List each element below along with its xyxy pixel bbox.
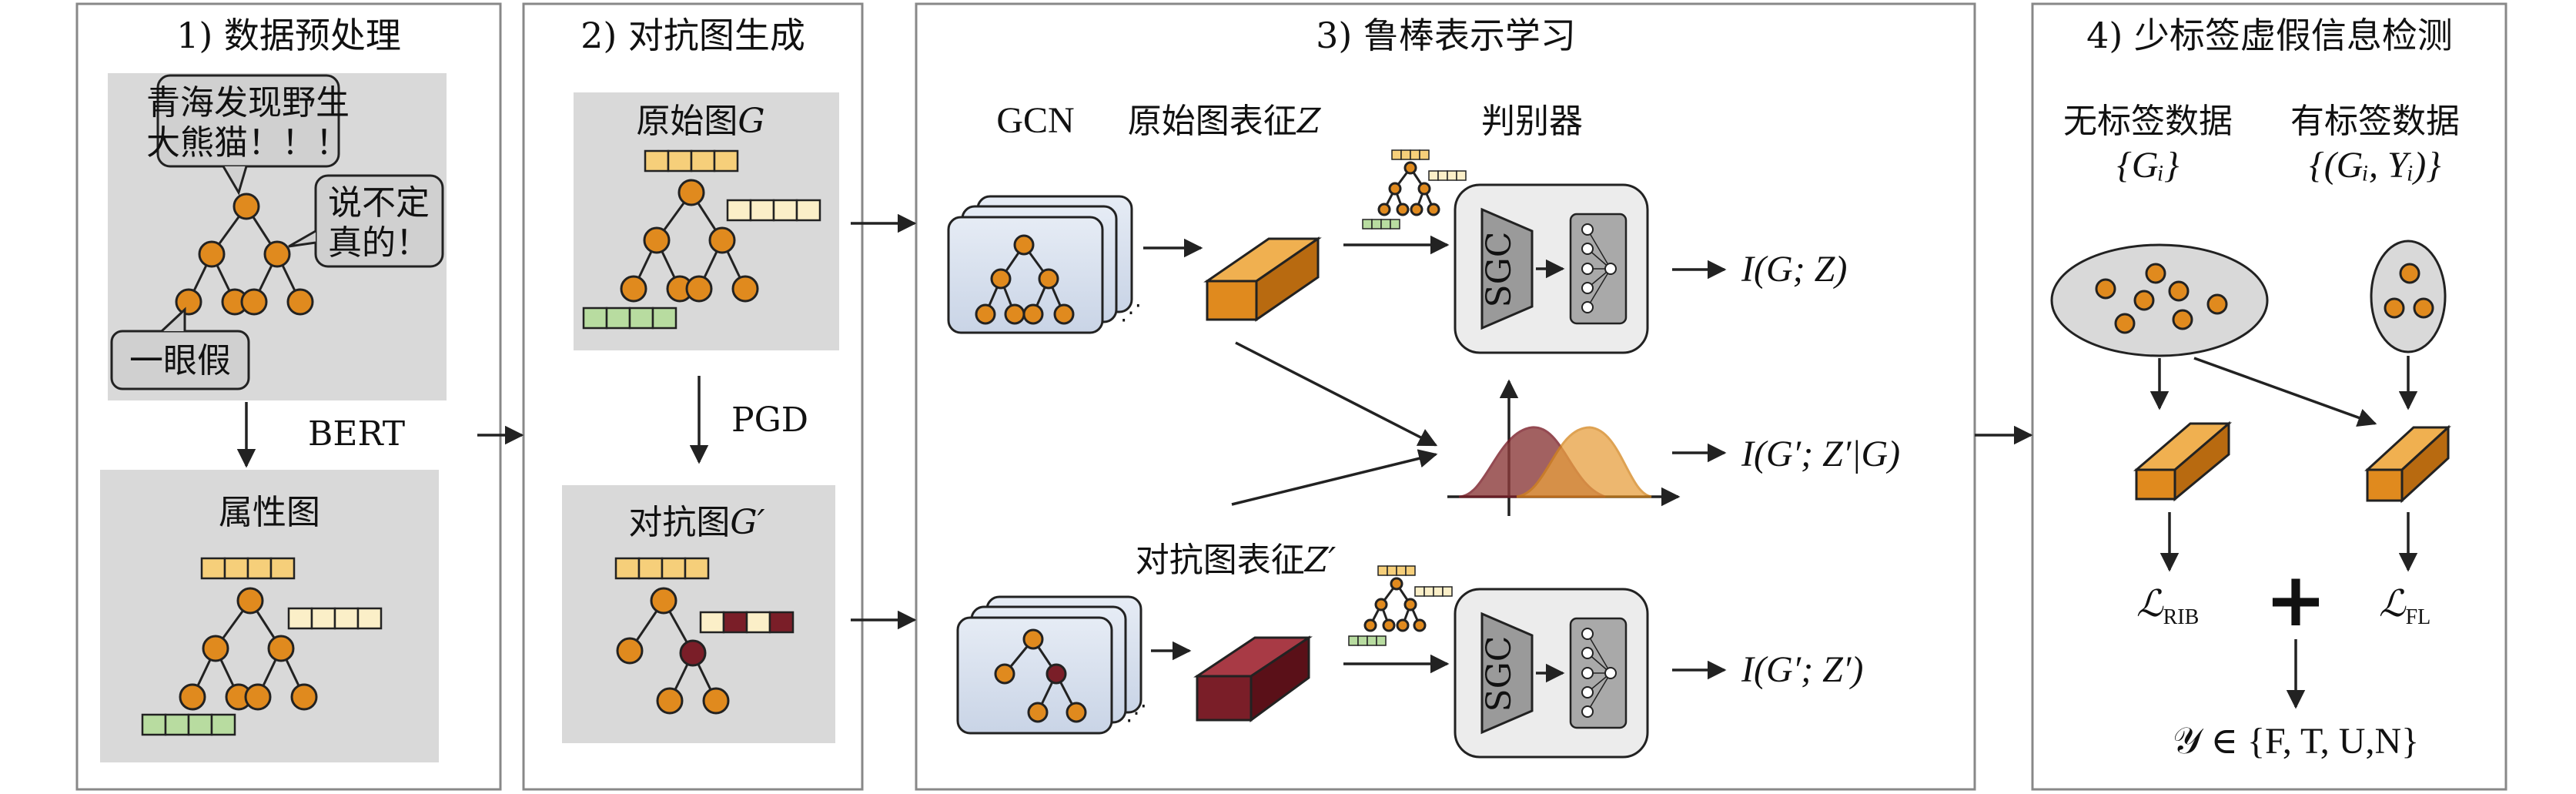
svg-text:⋰: ⋰ <box>1126 702 1147 725</box>
bubble-left: 一眼假 <box>110 307 250 390</box>
feat-vector-bottom <box>141 713 236 736</box>
loss-rib: ℒRIB <box>2136 584 2199 629</box>
unlabeled-cluster <box>2050 243 2269 357</box>
mi-adv: I(G′; Z′) <box>1741 649 1863 690</box>
bubble-right: 说不定 真的！ <box>288 174 444 268</box>
arrow-zp-dist <box>1231 449 1438 506</box>
attr-graph-label: 属性图 <box>219 493 320 532</box>
orig-graph-label: 原始图G <box>636 102 764 141</box>
distribution-plot <box>1447 379 1681 516</box>
propagation-tree <box>175 193 314 316</box>
bert-label: BERT <box>308 414 405 454</box>
svg-text:⋰: ⋰ <box>1120 301 1142 325</box>
orig-graph <box>582 149 821 330</box>
orig-repr-cuboid <box>1203 236 1322 322</box>
discriminator-bottom: SGC <box>1454 588 1649 759</box>
feat-vector-top <box>200 557 296 580</box>
discriminator-top: SGC <box>1454 183 1649 354</box>
mini-tree-top <box>1362 149 1467 229</box>
labeled-label: 有标签数据 <box>2290 102 2460 141</box>
adv-repr-label: 对抗图表征Z′ <box>1136 541 1337 580</box>
discriminator-label: 判别器 <box>1481 102 1583 141</box>
panel-4-title: 4) 少标签虚假信息检测 <box>2086 15 2453 56</box>
gcn-stack-top: ⋰ <box>947 195 1142 334</box>
mi-cond: I(G′; Z′|G) <box>1741 434 1900 474</box>
bubble-top: 青海发现野生 大熊猫！！！ <box>146 74 350 196</box>
attr-graph-bg <box>100 470 439 762</box>
labeled-cluster <box>2370 240 2447 353</box>
output-label: 𝒴 ∈ {F, T, U,N} <box>2173 721 2419 762</box>
adv-graph-label: 对抗图G′ <box>628 503 764 542</box>
fl-cuboid <box>2364 424 2451 504</box>
gcn-stack-bottom: ⋰ <box>956 595 1147 735</box>
loss-fl: ℒFL <box>2379 584 2430 629</box>
panel-4-frame <box>2031 2 2507 791</box>
feat-vector-right <box>287 607 383 630</box>
arrow-unlab-lab <box>2193 357 2377 427</box>
svg-text:SGC: SGC <box>1480 636 1519 712</box>
plus-sign: + <box>2265 557 2327 643</box>
rib-cuboid <box>2133 420 2233 502</box>
svg-text:SGC: SGC <box>1480 232 1519 308</box>
pgd-label: PGD <box>731 400 808 440</box>
unlabeled-label: 无标签数据 <box>2063 102 2233 141</box>
gcn-label: GCN <box>996 100 1074 141</box>
svg-text:真的！: 真的！ <box>328 223 430 263</box>
svg-text:一眼假: 一眼假 <box>129 341 231 380</box>
adv-repr-cuboid <box>1193 635 1313 722</box>
orig-repr-label: 原始图表征Z <box>1128 102 1322 141</box>
attr-graph <box>141 557 383 736</box>
svg-text:大熊猫！！！: 大熊猫！！！ <box>146 123 350 162</box>
svg-text:说不定: 说不定 <box>328 183 430 223</box>
arrow-z-dist <box>1235 341 1438 447</box>
panel-3-title: 3) 鲁棒表示学习 <box>1316 15 1576 56</box>
svg-text:青海发现野生: 青海发现野生 <box>146 83 350 122</box>
mini-tree-bottom <box>1348 565 1453 646</box>
labeled-set: {(Gᵢ, Yᵢ)} <box>2310 145 2441 186</box>
adv-graph <box>614 557 795 715</box>
panel-2-title: 2) 对抗图生成 <box>580 15 805 56</box>
mi-orig: I(G; Z) <box>1741 249 1847 290</box>
panel-1-title: 1) 数据预处理 <box>176 15 401 56</box>
unlabeled-set: {Gᵢ} <box>2117 145 2180 186</box>
